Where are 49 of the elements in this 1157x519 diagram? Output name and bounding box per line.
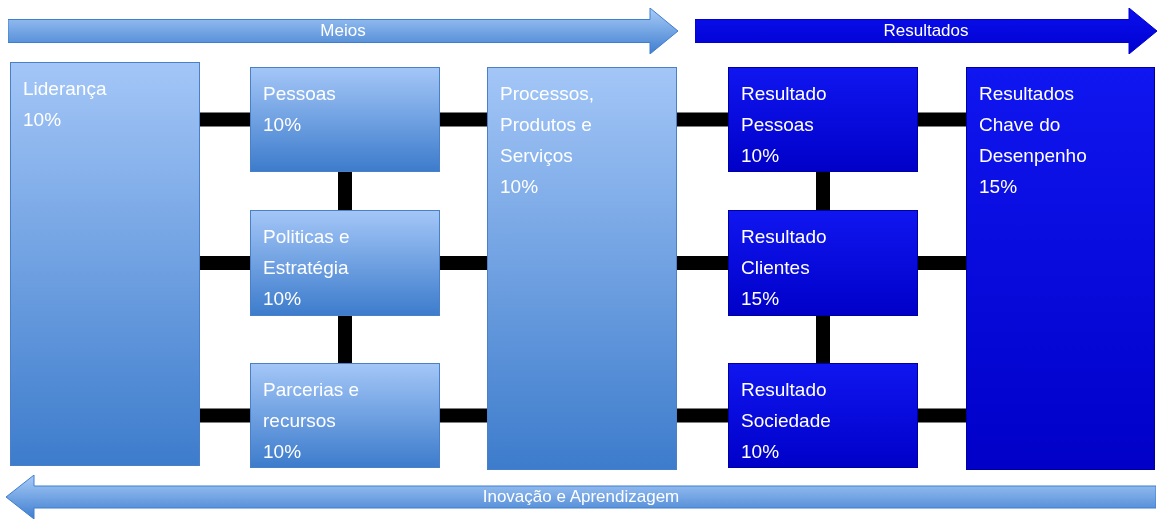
connector-bar	[677, 112, 728, 127]
percentage: 10%	[741, 440, 781, 464]
connector-bar	[440, 408, 487, 423]
connector-bar	[440, 256, 487, 270]
box-title: Parcerias e recursos	[263, 378, 361, 433]
band-label: Meios	[320, 21, 366, 41]
enabler-box	[10, 62, 200, 466]
arrow-band	[6, 475, 1156, 519]
connector-bar	[677, 408, 728, 423]
box-title: Pessoas	[263, 82, 337, 106]
connector-bar	[677, 256, 728, 270]
enabler-box	[487, 67, 677, 470]
box-title: Resultados Chave do Desenpenho	[979, 82, 1088, 168]
percentage: 15%	[741, 287, 781, 311]
connector-bar	[200, 112, 250, 127]
connector-bar	[816, 172, 830, 210]
connector-bar	[918, 112, 966, 127]
enabler-box	[250, 67, 440, 172]
connector-bar	[816, 316, 830, 363]
percentage: 10%	[500, 175, 540, 199]
box-title: Resultado Sociedade	[741, 378, 832, 433]
result-box	[728, 67, 918, 172]
box-title: Processos, Produtos e Serviços	[500, 82, 595, 168]
arrow-band	[695, 8, 1157, 54]
result-box	[728, 363, 918, 468]
result-box	[728, 210, 918, 316]
connector-bar	[338, 172, 352, 210]
enabler-box	[250, 363, 440, 468]
box-title: Politicas e Estratégia	[263, 225, 351, 280]
percentage: 10%	[23, 108, 63, 132]
box-title: Resultado Pessoas	[741, 82, 828, 137]
percentage: 10%	[263, 113, 303, 137]
connector-bar	[918, 408, 966, 423]
band-label: Inovação e Aprendizagem	[482, 487, 680, 507]
connector-bar	[200, 256, 250, 270]
percentage: 10%	[741, 144, 781, 168]
percentage: 15%	[979, 175, 1019, 199]
box-title: Liderança	[23, 77, 108, 101]
connector-bar	[338, 316, 352, 363]
percentage: 10%	[263, 287, 303, 311]
band-label: Resultados	[883, 21, 969, 41]
box-title: Resultado Clientes	[741, 225, 828, 280]
arrow-band	[8, 8, 678, 54]
connector-bar	[918, 256, 966, 270]
percentage: 10%	[263, 440, 303, 464]
connector-bar	[200, 408, 250, 423]
result-box	[966, 67, 1155, 470]
connector-bar	[440, 112, 487, 127]
enabler-box	[250, 210, 440, 316]
